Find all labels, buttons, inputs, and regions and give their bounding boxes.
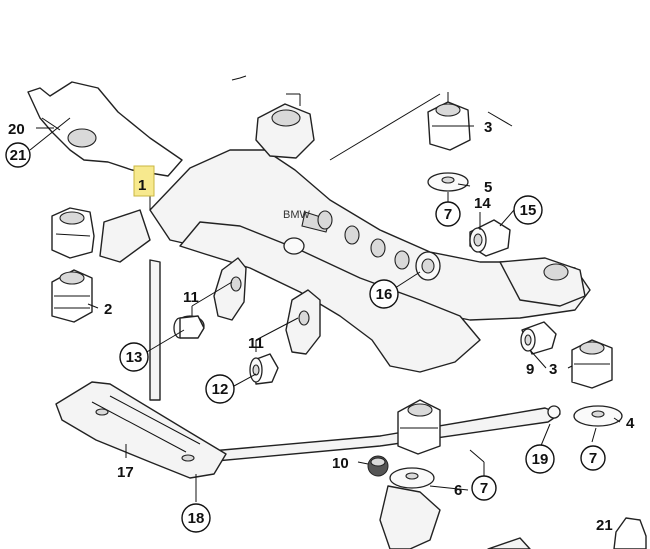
svg-text:19: 19 <box>532 451 549 468</box>
callout-9: 9 <box>526 361 534 378</box>
callout-2: 2 <box>104 301 112 318</box>
bushing-14 <box>469 219 511 257</box>
mount-2 <box>51 269 93 323</box>
leader-lines <box>29 75 621 502</box>
highlight-part-1 <box>133 165 155 197</box>
svg-text:7: 7 <box>589 450 597 467</box>
svg-text:18: 18 <box>188 510 205 527</box>
bushing-9 <box>520 321 557 355</box>
callout-1: 1 <box>138 177 146 194</box>
bushing-12 <box>249 353 279 385</box>
svg-text:12: 12 <box>212 381 229 398</box>
svg-text:16: 16 <box>376 286 393 303</box>
svg-text:7: 7 <box>480 480 488 497</box>
callout-12: 12 <box>205 374 235 404</box>
link-brackets <box>213 257 321 355</box>
washers <box>389 172 623 489</box>
mount-left-upper <box>51 207 95 259</box>
callout-19: 19 <box>525 444 555 474</box>
heat-shield-part <box>27 81 183 177</box>
bushing-13 <box>173 315 205 339</box>
callout-5: 5 <box>484 179 492 196</box>
callout-10: 10 <box>332 455 349 472</box>
callout-7-bottom: 7 <box>471 475 497 501</box>
callout-11-left: 11 <box>183 289 199 306</box>
lower-bracket <box>379 485 647 549</box>
svg-text:21: 21 <box>10 147 27 164</box>
callout-14: 14 <box>474 195 491 212</box>
callout-3-top: 3 <box>484 119 492 136</box>
mount-3-right <box>571 339 613 389</box>
callout-15: 15 <box>513 195 543 225</box>
callout-16: 16 <box>369 279 399 309</box>
callout-3-right: 3 <box>549 361 557 378</box>
callout-4: 4 <box>626 415 635 432</box>
callout-labels: 20 1 2 3 5 14 11 11 9 3 4 10 6 17 21 <box>8 119 635 534</box>
svg-text:7: 7 <box>444 206 452 223</box>
callout-7-top: 7 <box>435 201 461 227</box>
callout-21-bottom: 21 <box>596 517 613 534</box>
rubber-mounts <box>51 101 613 455</box>
callout-18: 18 <box>181 503 211 533</box>
callout-17: 17 <box>117 464 134 481</box>
svg-text:13: 13 <box>126 349 143 366</box>
axle-carrier-frame: BMW <box>99 103 591 373</box>
callout-11-right: 11 <box>248 335 264 352</box>
callout-7-right: 7 <box>580 445 606 471</box>
callout-6: 6 <box>454 482 462 499</box>
svg-text:BMW: BMW <box>283 209 311 221</box>
svg-text:15: 15 <box>520 202 537 219</box>
circled-callouts: 21 7 15 16 13 12 19 7 <box>5 142 606 533</box>
bushing-10 <box>367 455 389 477</box>
stiffening-plate-part <box>55 381 227 479</box>
callout-20: 20 <box>8 121 25 138</box>
callout-13: 13 <box>119 342 149 372</box>
callout-21-top: 21 <box>5 142 31 168</box>
mount-lower-center <box>397 399 441 455</box>
